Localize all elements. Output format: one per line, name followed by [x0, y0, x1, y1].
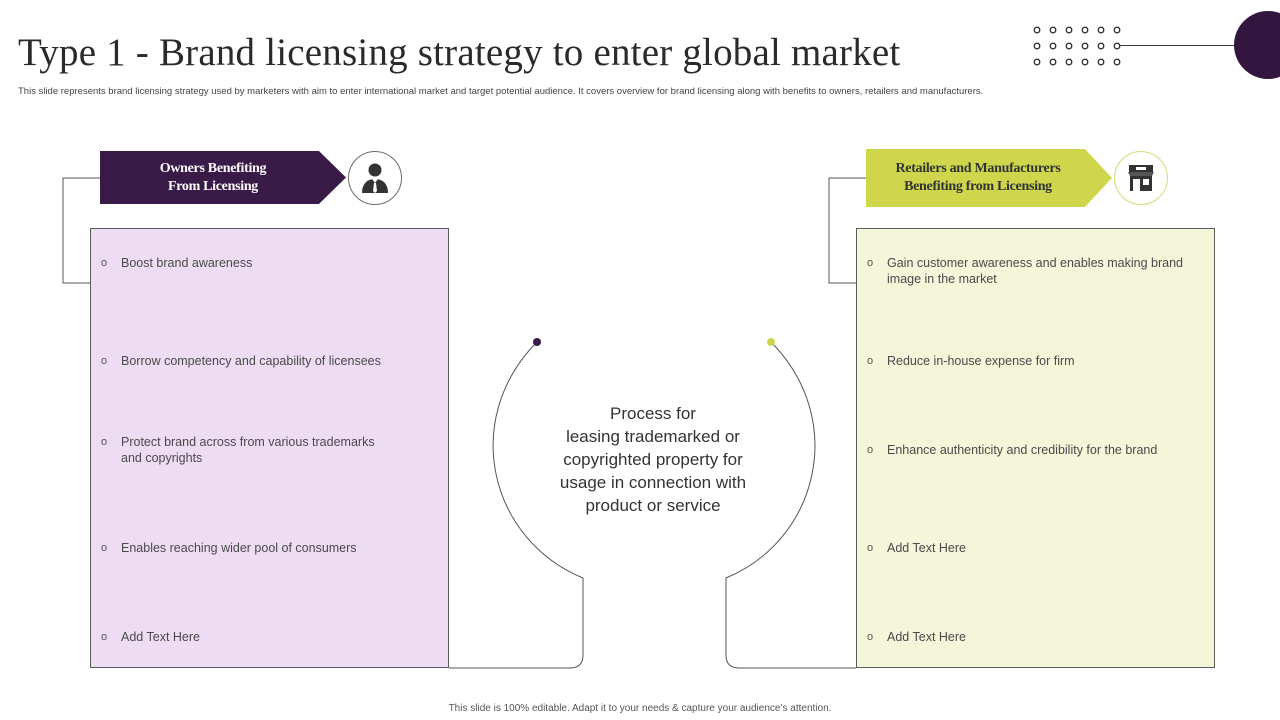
- left-arc-dot: [533, 338, 541, 346]
- bullet: o: [867, 444, 874, 456]
- item-text-continued: image in the market: [887, 272, 997, 286]
- decorative-circle: [1234, 11, 1280, 79]
- owners-benefits-panel: o Boost brand awareness o Borrow compete…: [90, 228, 449, 668]
- footer-note: This slide is 100% editable. Adapt it to…: [448, 703, 832, 714]
- item-text: Borrow competency and capability of lice…: [121, 354, 381, 368]
- list-item: o Reduce in-house expense for firm: [867, 353, 1200, 369]
- center-process-text: Process for leasing trademarked or copyr…: [540, 402, 766, 517]
- item-text: Add Text Here: [887, 630, 966, 644]
- owner-icon-circle: [348, 151, 402, 205]
- retailers-benefits-panel: o Gain customer awareness and enables ma…: [856, 228, 1215, 668]
- item-text: Add Text Here: [121, 630, 200, 644]
- page-title: Type 1 - Brand licensing strategy to ent…: [18, 31, 901, 74]
- bullet: o: [867, 542, 874, 554]
- decorative-dots: [1033, 26, 1121, 66]
- owners-banner-line2: From Licensing: [167, 178, 259, 194]
- list-item: o Add Text Here: [867, 629, 1200, 645]
- owners-banner: Owners Benefiting From Licensing: [100, 151, 346, 204]
- bullet: o: [867, 631, 874, 643]
- retailers-banner: Retailers and Manufacturers Benefiting f…: [866, 149, 1112, 207]
- item-text-continued: and copyrights: [121, 451, 203, 465]
- item-text: Boost brand awareness: [121, 256, 253, 270]
- center-line-5: product or service: [585, 496, 721, 515]
- bullet: o: [101, 355, 108, 367]
- item-text: Gain customer awareness and enables maki…: [887, 256, 1184, 270]
- list-item: o Add Text Here: [867, 540, 1200, 556]
- retailer-icon-circle: [1114, 151, 1168, 205]
- list-item: o Enables reaching wider pool of consume…: [101, 540, 434, 556]
- list-item: o Protect brand across from various trad…: [101, 434, 434, 466]
- list-item: o Gain customer awareness and enables ma…: [867, 255, 1200, 287]
- bullet: o: [867, 355, 874, 367]
- right-arc-dot: [767, 338, 775, 346]
- center-line-1: Process for: [610, 404, 696, 423]
- center-line-3: copyrighted property for: [563, 450, 743, 469]
- list-item: o Add Text Here: [101, 629, 434, 645]
- item-text: Enhance authenticity and credibility for…: [887, 443, 1158, 457]
- decorative-line: [1120, 45, 1238, 46]
- list-item: o Boost brand awareness: [101, 255, 434, 271]
- bullet: o: [101, 631, 108, 643]
- item-text: Reduce in-house expense for firm: [887, 354, 1075, 368]
- list-item: o Enhance authenticity and credibility f…: [867, 442, 1200, 458]
- retailers-banner-line1: Retailers and Manufacturers: [895, 161, 1061, 176]
- center-line-2: leasing trademarked or: [566, 427, 740, 446]
- list-item: o Borrow competency and capability of li…: [101, 353, 434, 369]
- bullet: o: [101, 436, 108, 448]
- page-subtitle: This slide represents brand licensing st…: [18, 86, 984, 97]
- bullet: o: [101, 257, 108, 269]
- businessman-icon: [362, 163, 388, 193]
- bullet: o: [867, 257, 874, 269]
- retailers-banner-line2: Benefiting from Licensing: [904, 179, 1052, 194]
- store-icon: [1128, 165, 1154, 191]
- item-text: Enables reaching wider pool of consumers: [121, 541, 357, 555]
- item-text: Add Text Here: [887, 541, 966, 555]
- item-text: Protect brand across from various tradem…: [121, 435, 375, 449]
- bullet: o: [101, 542, 108, 554]
- center-line-4: usage in connection with: [559, 473, 747, 492]
- owners-banner-line1: Owners Benefiting: [159, 160, 267, 176]
